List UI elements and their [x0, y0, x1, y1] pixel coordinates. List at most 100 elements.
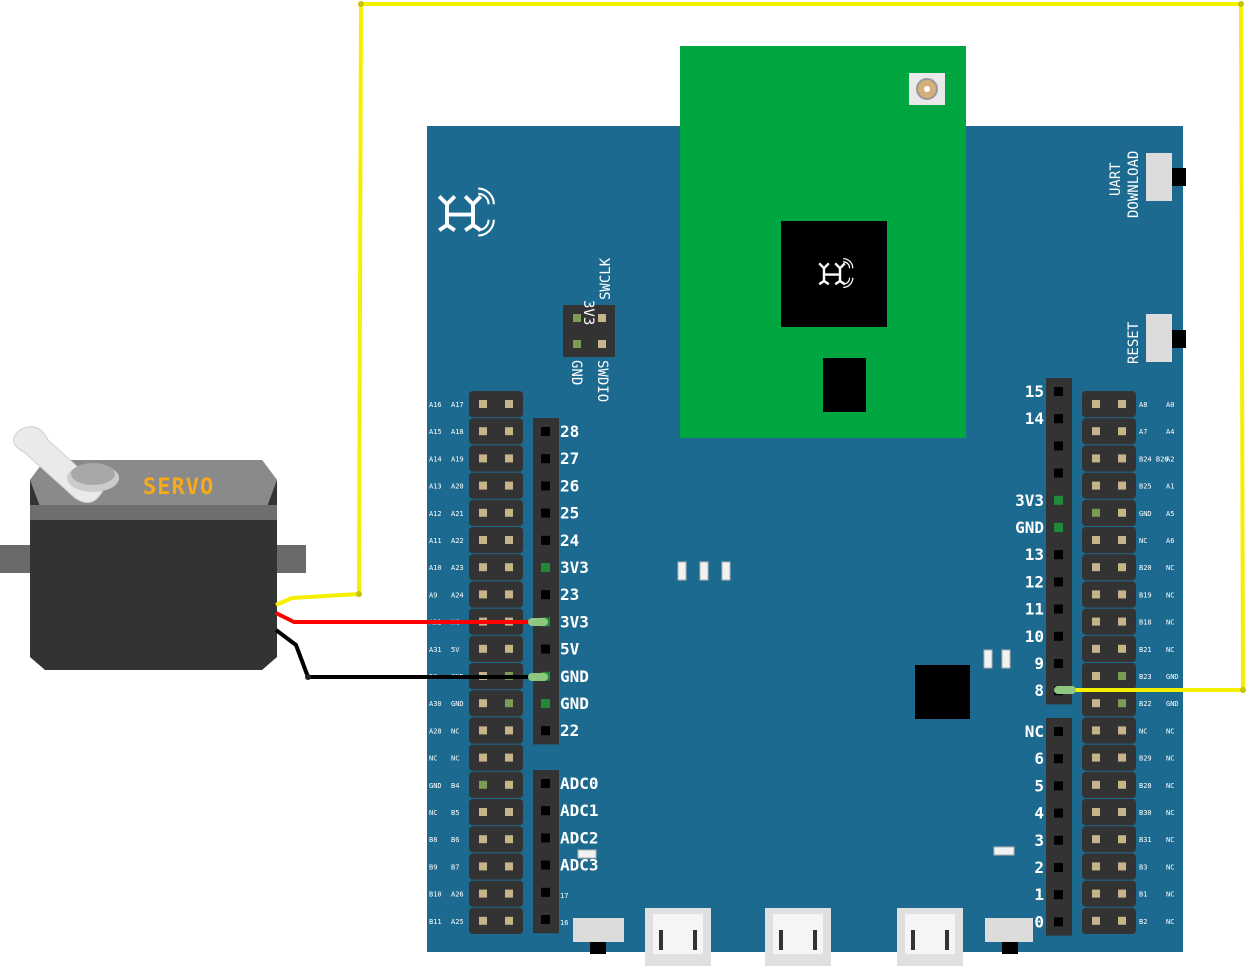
- header-pin[interactable]: [541, 860, 550, 870]
- header-pin-pair[interactable]: [1082, 717, 1136, 744]
- pin-label: NC: [429, 755, 437, 763]
- header-pin-pair[interactable]: [469, 717, 523, 744]
- header-pin[interactable]: [541, 454, 550, 464]
- header-pin-pair[interactable]: [469, 907, 523, 934]
- pin-label: 22: [560, 721, 579, 740]
- pin-label: 2: [1034, 858, 1044, 877]
- header-pin[interactable]: [541, 590, 550, 600]
- header-pin-pair[interactable]: [1082, 771, 1136, 798]
- board-chip: [915, 665, 970, 719]
- header-pin-pair[interactable]: [469, 853, 523, 880]
- header-pin[interactable]: [1054, 659, 1063, 668]
- header-pin[interactable]: [541, 806, 550, 816]
- pin-label: B23: [1139, 673, 1152, 681]
- header-pin[interactable]: [541, 508, 550, 518]
- header-pin-pair[interactable]: [469, 744, 523, 771]
- header-pin-pair[interactable]: [1082, 581, 1136, 608]
- header-pin-pair[interactable]: [469, 527, 523, 554]
- header-pin-pair[interactable]: [1082, 391, 1136, 418]
- pin-label: A18: [451, 428, 464, 436]
- header-pin[interactable]: [1054, 441, 1063, 451]
- header-pin-pair[interactable]: [469, 499, 523, 526]
- header-pin[interactable]: [1054, 604, 1063, 614]
- header-pin[interactable]: [1054, 577, 1063, 587]
- header-pin-pair[interactable]: [469, 880, 523, 907]
- header-pin-pair[interactable]: [469, 391, 523, 418]
- header-pin-pair[interactable]: [1082, 418, 1136, 445]
- header-pin-pair[interactable]: [1082, 799, 1136, 826]
- header-pin[interactable]: [1054, 414, 1063, 424]
- header-pin[interactable]: [1054, 631, 1063, 641]
- header-pin-pair[interactable]: [469, 799, 523, 826]
- header-pin-pair[interactable]: [469, 690, 523, 717]
- header-pin-pair[interactable]: [469, 418, 523, 445]
- header-pin[interactable]: [541, 833, 550, 843]
- header-pin-pair[interactable]: [1082, 554, 1136, 581]
- header-pin-pair[interactable]: [469, 445, 523, 472]
- header-pin-pair[interactable]: [1082, 527, 1136, 554]
- pin-label: 6: [1034, 749, 1044, 768]
- header-pin[interactable]: [1054, 495, 1063, 505]
- header-pin[interactable]: [541, 779, 550, 788]
- bottom-switches[interactable]: [573, 918, 1033, 954]
- usb-connectors[interactable]: [645, 908, 963, 966]
- pin-label: NC: [1166, 809, 1174, 817]
- header-pin-pair[interactable]: [469, 581, 523, 608]
- pin-label: A1: [1166, 483, 1174, 491]
- pin-label: 4: [1034, 804, 1044, 823]
- pin-label: ADC3: [560, 856, 599, 875]
- header-pin[interactable]: [1054, 917, 1063, 927]
- header-pin-pair[interactable]: [469, 554, 523, 581]
- header-pin[interactable]: [541, 887, 550, 897]
- pin-label: GND: [560, 667, 589, 686]
- reset-button[interactable]: [1146, 314, 1186, 362]
- header-pin[interactable]: [1054, 550, 1063, 560]
- pin-label: GND: [1015, 518, 1044, 537]
- header-pin-pair[interactable]: [1082, 907, 1136, 934]
- header-pin[interactable]: [1054, 835, 1063, 845]
- header-pin-pair[interactable]: [1082, 608, 1136, 635]
- header-pin-pair[interactable]: [1082, 880, 1136, 907]
- header-pin[interactable]: [541, 563, 550, 572]
- header-pin[interactable]: [541, 644, 550, 654]
- header-pin[interactable]: [1054, 863, 1063, 872]
- uart-download-button[interactable]: [1146, 153, 1186, 201]
- pin-label: GND: [1139, 510, 1152, 518]
- module-crystal: [823, 358, 866, 412]
- header-pin[interactable]: [1054, 781, 1063, 791]
- pin-label: 5V: [560, 640, 580, 659]
- header-pin-pair[interactable]: [469, 635, 523, 662]
- header-pin[interactable]: [541, 427, 550, 436]
- header-pin[interactable]: [1054, 387, 1063, 396]
- header-pin-pair[interactable]: [1082, 853, 1136, 880]
- header-pin[interactable]: [541, 915, 550, 924]
- header-pin-pair[interactable]: [469, 826, 523, 853]
- header-pin[interactable]: [1054, 808, 1063, 818]
- header-pin-pair[interactable]: [1082, 445, 1136, 472]
- header-pin-pair[interactable]: [1082, 499, 1136, 526]
- pin-label: ADC2: [560, 828, 599, 847]
- header-pin-pair[interactable]: [1082, 663, 1136, 690]
- header-pin[interactable]: [541, 699, 550, 708]
- header-pin[interactable]: [1054, 890, 1063, 900]
- header-pin-pair[interactable]: [469, 771, 523, 798]
- pin-label: A4: [1166, 428, 1174, 436]
- header-pin-pair[interactable]: [469, 472, 523, 499]
- header-pin[interactable]: [1054, 727, 1063, 736]
- header-pin[interactable]: [541, 481, 550, 491]
- header-pin[interactable]: [1054, 523, 1063, 532]
- header-pin-pair[interactable]: [1082, 826, 1136, 853]
- pin-label: ADC1: [560, 801, 599, 820]
- header-pin-pair[interactable]: [1082, 744, 1136, 771]
- pin-label: B25: [1139, 483, 1152, 491]
- header-pin[interactable]: [1054, 754, 1063, 764]
- header-pin-pair[interactable]: [1082, 472, 1136, 499]
- pin-label: 27: [560, 449, 579, 468]
- header-pin[interactable]: [1054, 468, 1063, 478]
- header-pin[interactable]: [541, 535, 550, 545]
- header-pin-pair[interactable]: [1082, 690, 1136, 717]
- header-pin-pair[interactable]: [1082, 635, 1136, 662]
- header-pin[interactable]: [541, 726, 550, 736]
